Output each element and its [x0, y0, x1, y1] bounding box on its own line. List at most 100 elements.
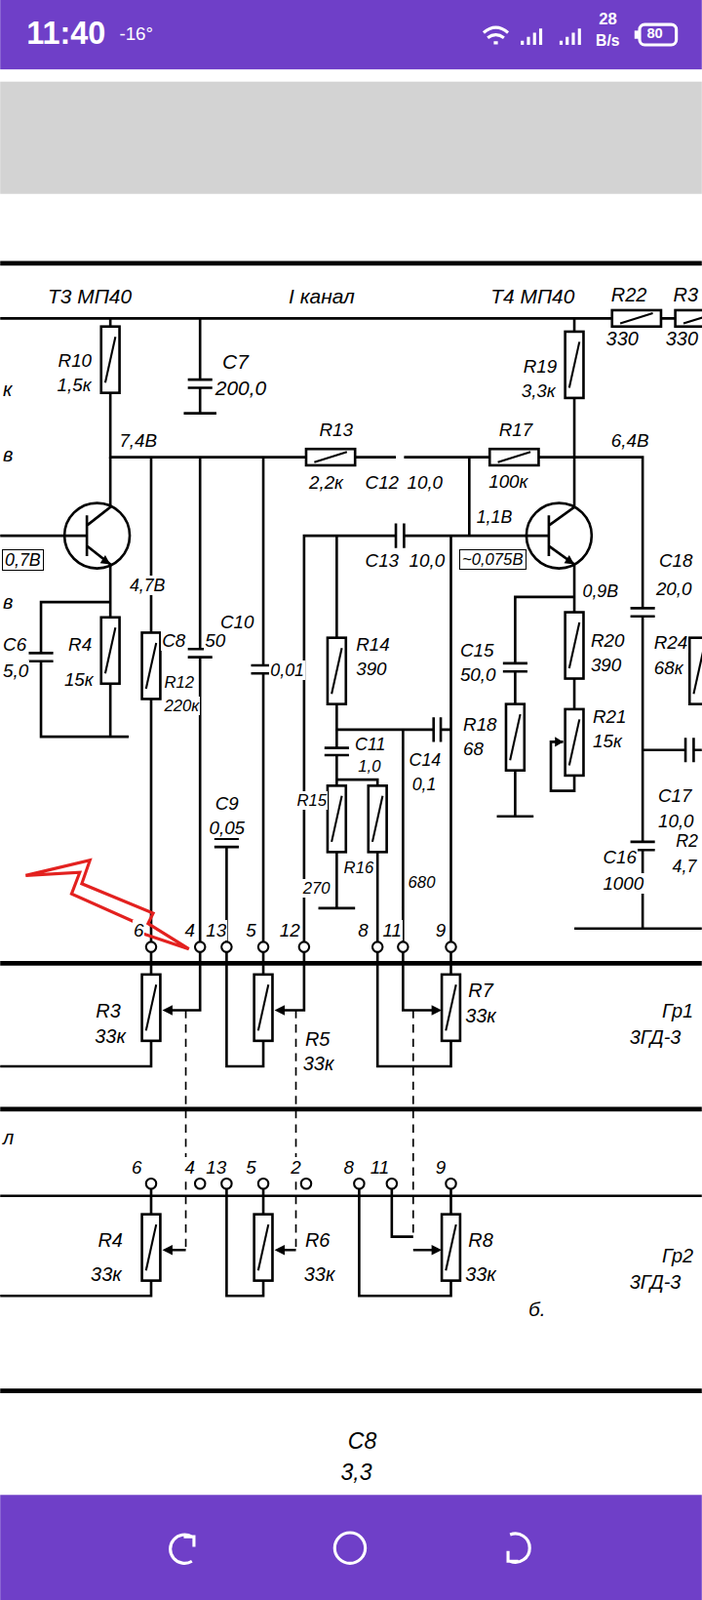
part-label: 33к [464, 1005, 498, 1026]
resistor-symbol [506, 703, 525, 771]
arrowhead [564, 554, 575, 564]
resistor-symbol [565, 331, 585, 398]
label-text: 33к [89, 1262, 123, 1285]
label-text: 0,9В [582, 581, 621, 601]
terminal [258, 1177, 269, 1188]
terminal [195, 940, 205, 951]
label-text: 8 [343, 1156, 355, 1177]
label-text: 3,3к [520, 380, 557, 401]
red-marker [25, 859, 189, 949]
part-label: 15к [63, 669, 95, 690]
label-text: 10,0 [657, 810, 696, 831]
label-text: л [1, 1126, 15, 1148]
label-text: 11 [381, 919, 403, 940]
label-text: R19 [522, 355, 558, 377]
part-label: 0,1 [411, 775, 438, 794]
label-text: R21 [591, 705, 627, 727]
label-text: 100к [487, 470, 529, 492]
part-label: С13 [364, 550, 400, 571]
part-label: С18 [658, 550, 694, 571]
label-text: 6,4В [610, 429, 651, 451]
label-text: 6 [130, 1156, 143, 1177]
label-text: 4,7В [128, 575, 167, 595]
part-label: 3,3к [520, 381, 557, 401]
part-label: 13 [204, 920, 228, 940]
part-label: 10,0 [408, 550, 447, 571]
part-label: Гр1 [661, 1000, 695, 1021]
resistor-symbol [327, 784, 347, 852]
part-label: R16 [343, 858, 376, 877]
label-text: Гр1 [661, 999, 695, 1021]
label-text: R2 [674, 830, 700, 851]
label-text: ~0,075В [459, 548, 527, 570]
label-text: R4 [67, 633, 93, 655]
part-label: R4 [96, 1229, 123, 1250]
label-text: к [1, 378, 13, 400]
part-label: R20 [589, 630, 625, 651]
status-bar [634, 30, 639, 39]
wire [64, 503, 130, 569]
part-label: в [1, 591, 14, 613]
part-label: 1,1В [475, 507, 514, 527]
part-label: 10,0 [406, 472, 445, 493]
label-text: 13 [204, 1156, 228, 1177]
part-label: 15к [591, 731, 624, 751]
part-label: 6 [130, 1157, 143, 1177]
label-text: С14 [408, 749, 443, 770]
part-label: 1,0 [356, 757, 382, 776]
part-label: 6,4В [610, 430, 651, 451]
terminal [146, 940, 156, 951]
label-text: 680 [407, 872, 437, 892]
label-text: 33к [464, 1262, 498, 1285]
part-label: Гр2 [661, 1245, 695, 1266]
part-label: 50,0 [459, 664, 498, 685]
label-text: С11 [353, 734, 387, 754]
label-text: 33к [464, 1004, 498, 1026]
status-text: -16° [117, 24, 155, 44]
terminal [221, 1177, 232, 1188]
status-bar [0, 0, 702, 70]
resistor-symbol [368, 784, 388, 852]
terminal [146, 1177, 156, 1188]
status-text: 28 [597, 10, 619, 29]
label-text: 5,0 [1, 660, 30, 681]
wire [251, 457, 276, 942]
label-text: С16 [601, 846, 637, 867]
label-text: 1,5к [56, 374, 93, 395]
part-label: 390 [354, 659, 388, 679]
frame-line [0, 263, 702, 1391]
gang-link [186, 1009, 414, 1249]
status-bar [0, 0, 702, 70]
label-text: С13 [364, 549, 400, 571]
part-label: 13 [204, 1157, 228, 1177]
label-text: 50,0 [459, 663, 498, 685]
part-label: 1,5к [56, 375, 93, 395]
label-text: 33к [302, 1052, 336, 1074]
label-text: R12 [162, 672, 195, 692]
label-text: С17 [657, 784, 693, 806]
label-text: 200,0 [214, 376, 268, 399]
part-label: С10 [219, 612, 255, 632]
label-text: -16° [117, 23, 155, 44]
label-text: 5 [244, 1156, 257, 1177]
wire [183, 317, 216, 413]
part-label: б. [527, 1297, 547, 1320]
part-label: С11 [353, 735, 387, 754]
label-text: С12 [364, 471, 400, 493]
part-label: R19 [522, 356, 558, 377]
part-label: R2 [674, 831, 700, 851]
label-text: С18 [658, 549, 694, 571]
part-label: 33к [89, 1263, 123, 1285]
label-text: R22 [610, 283, 649, 306]
part-label: к [1, 379, 13, 400]
part-label: 8 [356, 920, 369, 940]
part-label: 6 [132, 920, 145, 940]
resistor-symbol [101, 326, 120, 393]
part-label: С14 [408, 750, 443, 770]
red-marker [25, 859, 189, 949]
part-label: 2 [289, 1157, 302, 1177]
part-label: 10,0 [657, 811, 696, 831]
part-label: 4,7В [128, 576, 167, 595]
part-label: R24 [653, 632, 689, 653]
part-label: С7 [221, 351, 250, 373]
